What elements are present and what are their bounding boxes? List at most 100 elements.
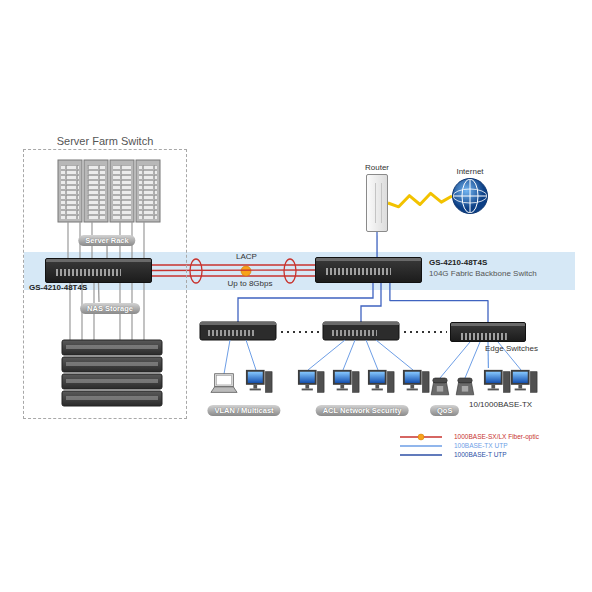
legend-text: 1000BASE-SX/LX Fiber-optic [454,433,539,440]
client-devices [211,370,537,395]
backbone-band [24,252,575,290]
edge-switch-illustration [200,322,276,325]
legend-swatch [398,451,444,459]
nas-storage-illustration [62,340,162,406]
network-link [376,232,377,257]
server-cables [143,222,144,258]
legend-row: 1000BASE-SX/LX Fiber-optic [398,432,539,441]
client-cables [246,340,256,370]
edge-switch-illustration [323,322,399,340]
nas-storage-illustration [62,374,162,389]
client-devices [246,370,272,392]
nas-storage-illustration [66,379,158,383]
nas-storage-illustration [66,345,158,349]
legend-text: 100BASE-TX UTP [454,442,507,449]
client-devices [298,370,324,392]
bandwidth-note: Up to 8Gbps [228,279,273,289]
client-cables [465,342,480,378]
legend-text: 1000BASE-T UTP [454,451,507,458]
server-cables [67,222,68,258]
device-caption: Internet [456,167,483,177]
server-rack-illustration [61,165,79,219]
backbone-switch: GS-4210-48T4S104G Fabric Backbone Switch [315,257,422,283]
device-caption: Router [365,163,389,173]
legend-row: 1000BASE-T UTP [398,450,539,459]
client-group: VLAN / Multicast [205,368,283,416]
edge-switch-illustration [331,330,377,336]
feature-tag: QoS [430,405,459,416]
network-link [98,283,100,302]
switch-description: 104G Fabric Backbone Switch [429,269,537,279]
edge-switch-illustration [208,330,254,336]
server-cables [68,222,144,258]
nas-storage-illustration [66,362,158,366]
client-cables [343,340,355,370]
client-cables [308,340,345,370]
legend-swatch [398,433,444,441]
client-cables [366,340,378,370]
device-caption: Edge Switches [485,344,538,354]
uplink-cables [238,283,373,322]
lacp-trunk [152,275,315,276]
nas-storage-illustration [66,396,158,400]
group-heading: Server Farm Switch [24,135,186,148]
internet-globe [453,196,487,197]
legend-dot [418,434,424,440]
lacp-trunk [284,259,296,283]
internet-cloud: Internet [452,178,488,214]
client-devices [211,374,237,393]
server-rack: Server Rack [52,158,162,246]
continuation-dots [281,331,320,333]
uplink-cables [238,283,381,322]
model-name: GS-4210-48T4S [429,258,487,268]
uplink-cables [361,283,381,322]
feature-tag: ACL Network Security [316,405,409,416]
server-rack-illustration [84,160,108,222]
storage-cables [143,283,144,340]
server-farm-box: Server Farm SwitchServer RackGS-4210-48T… [24,150,186,418]
server-rack-illustration [87,165,105,219]
internet-globe [453,179,488,214]
internet-globe [453,189,487,203]
edge-switch-illustration [323,322,399,325]
server-rack-illustration [139,165,157,219]
network-link [388,193,452,207]
client-cables [440,342,470,378]
nas-storage-illustration [62,340,162,355]
server-rack-illustration [58,160,160,222]
server-rack-illustration [136,160,160,222]
client-devices [333,370,359,392]
port-type-note: 10/1000BASE-TX [469,400,532,410]
client-cables [376,340,413,370]
nas-storage: NAS Storage [55,302,165,410]
client-devices [403,370,429,392]
legend-row: 100BASE-TX UTP [398,441,539,450]
server-farm-switch: GS-4210-48T4S [45,258,152,283]
continuation-dots [281,331,447,333]
continuation-dots [404,331,447,333]
legend-line [400,445,442,447]
model-name: GS-4210-48T4S [29,283,87,293]
feature-tag: VLAN / Multicast [207,405,280,416]
device-tag: Server Rack [78,235,135,246]
server-rack-illustration [113,165,131,219]
client-devices [368,370,394,392]
client-devices [484,370,510,392]
device-tag: NAS Storage [80,303,140,314]
client-devices [431,378,449,395]
client-cables [224,340,230,374]
legend-line [400,454,442,456]
network-link [390,283,488,322]
server-rack-illustration [58,160,82,222]
client-group: ACL Network Security [293,368,431,416]
nas-storage-illustration [62,357,162,372]
edge-switch-illustration [200,322,399,340]
edge-switch: Edge Switches [450,322,526,342]
network-link [106,246,107,258]
legend-swatch [398,442,444,450]
server-rack-illustration [110,160,134,222]
